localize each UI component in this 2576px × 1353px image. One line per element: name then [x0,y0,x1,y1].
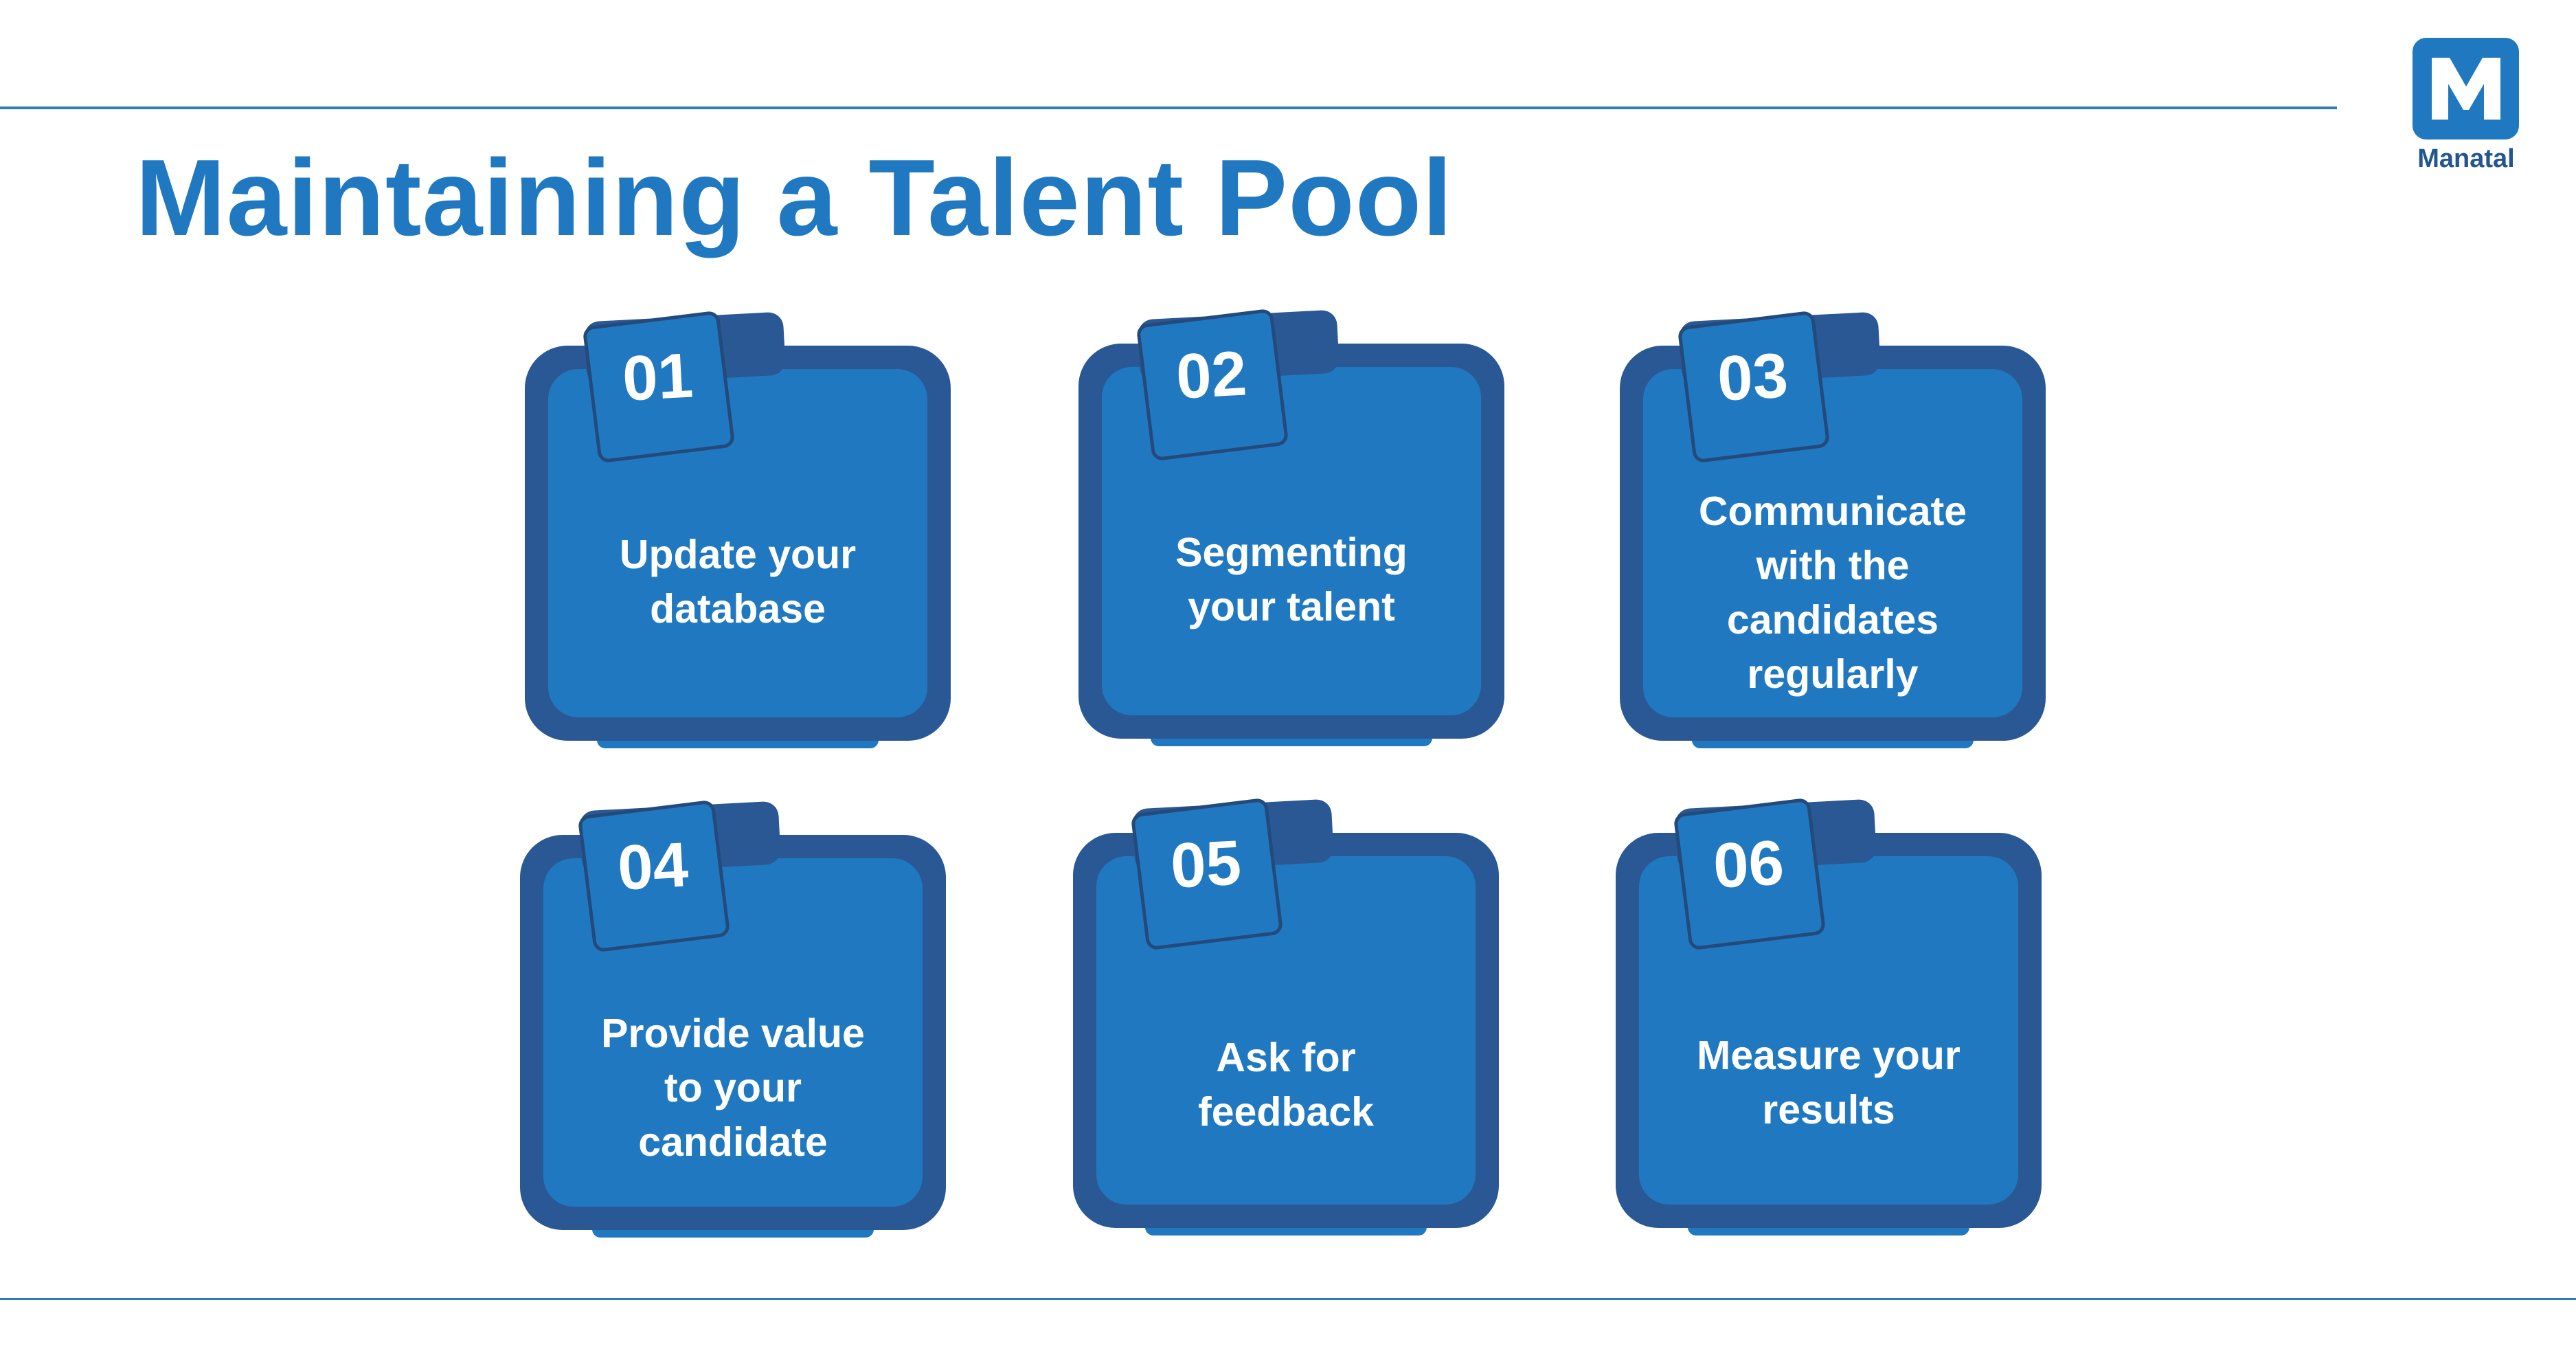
step-number-badge: 05 [1130,797,1284,951]
step-number: 01 [620,339,695,414]
step-text: Communicate with the candidates regularl… [1698,489,1967,697]
step-card-03: 03 Communicate with the candidates regul… [1620,310,2046,748]
step-card-05: 05 Ask for feedback [1073,797,1499,1235]
step-text: Measure your results [1697,1033,1961,1132]
top-divider [0,107,2337,109]
step-text: Ask for feedback [1198,1035,1374,1134]
step-text: Segmenting your talent [1175,530,1408,629]
step-number: 04 [615,829,690,904]
step-number: 06 [1711,827,1786,902]
step-card-02: 02 Segmenting your talent [1078,308,1504,746]
step-number: 02 [1174,337,1249,412]
bottom-divider [0,1298,2576,1300]
step-number-badge: 03 [1677,310,1831,464]
step-number-badge: 01 [582,310,736,464]
manatal-logo [2413,38,2519,139]
logo-m-icon [2431,58,2500,120]
step-number-badge: 02 [1136,308,1289,462]
step-text: Update your database [619,532,857,631]
page-title: Maintaining a Talent Pool [135,137,1454,258]
step-card-04: 04 Provide value to your candidate [520,799,946,1238]
step-card-01: 01 Update your database [525,310,951,748]
step-number: 03 [1715,339,1790,414]
step-number-badge: 04 [577,799,731,953]
step-text: Provide value to your candidate [601,1011,865,1165]
logo-wordmark: Manatal [2417,144,2515,173]
step-number-badge: 06 [1673,797,1827,951]
step-number: 05 [1168,827,1243,902]
step-card-06: 06 Measure your results [1616,797,2042,1235]
